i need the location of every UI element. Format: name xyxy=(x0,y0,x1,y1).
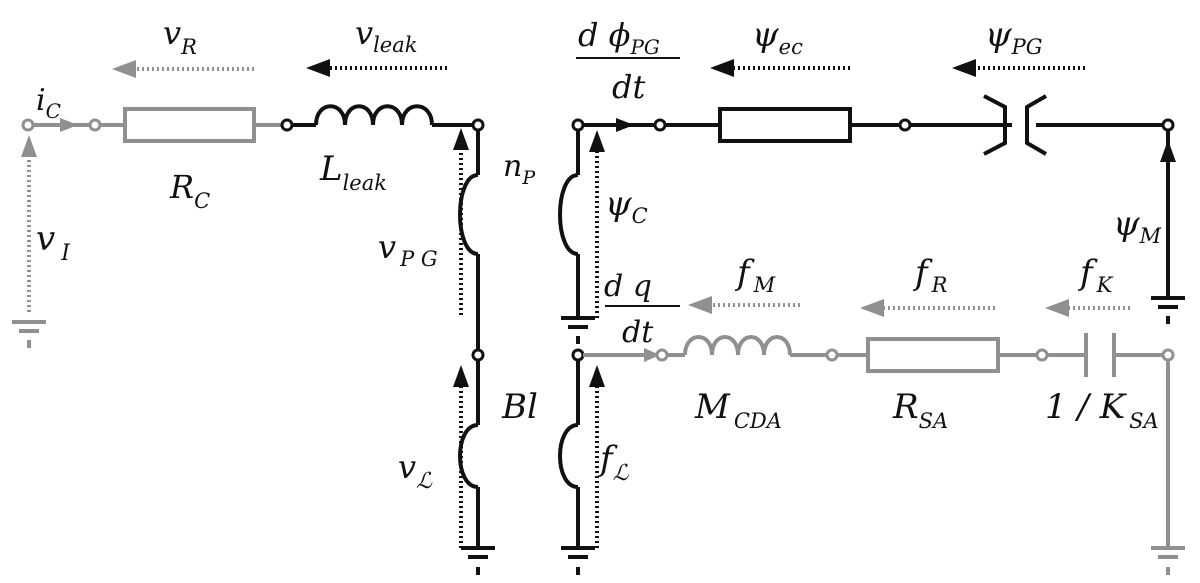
label-bl: Bl xyxy=(501,387,538,427)
inductor-terminal-left xyxy=(280,118,294,132)
label-ic: iC xyxy=(36,83,61,123)
label-np: nP xyxy=(503,149,536,189)
inductor-lleak xyxy=(292,104,480,548)
label-psim: ψM xyxy=(1113,204,1162,248)
coil-top-terminal xyxy=(471,118,485,132)
mechanical-circuit xyxy=(558,296,1185,575)
damping-resistor xyxy=(866,337,1000,373)
magnetic-arrowheads xyxy=(589,59,1176,162)
label-lleak: Lleak xyxy=(319,149,387,195)
label-dphi-den: dt xyxy=(612,68,645,106)
label-fcoil: fℒ xyxy=(597,439,630,486)
eddy-resistor xyxy=(718,107,852,143)
mech-wires xyxy=(583,333,1170,548)
pg-gap-element xyxy=(983,94,1048,156)
mech-coil-terminal xyxy=(571,348,585,362)
label-dq-den: dt xyxy=(622,315,654,350)
label-dphi-num: d ϕPG xyxy=(578,16,660,59)
mech-force-arrows xyxy=(595,303,1130,548)
ground-input xyxy=(12,320,46,348)
coil-mid-terminal xyxy=(471,348,485,362)
label-rsa: RSA xyxy=(892,387,948,433)
input-terminal xyxy=(21,118,35,132)
flux-arrow xyxy=(616,118,634,132)
electrical-arrowheads xyxy=(21,59,469,387)
magnetic-circuit xyxy=(558,57,1185,344)
electrical-circuit xyxy=(12,59,495,575)
label-psiec: ψec xyxy=(752,15,803,59)
eddy-terminal-left xyxy=(653,118,667,132)
ground-electrical xyxy=(461,546,495,575)
eddy-terminal-right xyxy=(898,118,912,132)
electrical-voltage-arrows xyxy=(27,66,463,548)
velocity-arrow xyxy=(644,348,660,362)
label-vcoil: vℒ xyxy=(398,448,433,494)
label-vr: vR xyxy=(163,14,197,59)
magnet-terminal xyxy=(1161,118,1175,132)
magnetic-flux-arrows xyxy=(595,66,1170,318)
ground-mech-right xyxy=(1151,546,1185,575)
mech-right-terminal xyxy=(1161,348,1175,362)
label-rc: RC xyxy=(169,168,210,213)
damper-terminal xyxy=(825,348,839,362)
label-psipg: ψPG xyxy=(985,15,1043,59)
label-vleak: vleak xyxy=(355,14,417,57)
mech-arrowheads xyxy=(589,296,1069,387)
spring-terminal xyxy=(1035,348,1049,362)
ground-magnet xyxy=(1151,296,1185,324)
mech-coil xyxy=(558,355,580,548)
core-terminal xyxy=(571,118,585,132)
resistor-terminal-left xyxy=(88,118,102,132)
label-dq-num: d q xyxy=(604,269,652,304)
ground-core xyxy=(561,316,595,344)
resistor-rc xyxy=(123,107,256,143)
current-arrow xyxy=(60,118,78,132)
mass-terminal xyxy=(655,348,669,362)
ground-mech-coil xyxy=(561,546,595,575)
label-psic: ψC xyxy=(605,184,648,228)
